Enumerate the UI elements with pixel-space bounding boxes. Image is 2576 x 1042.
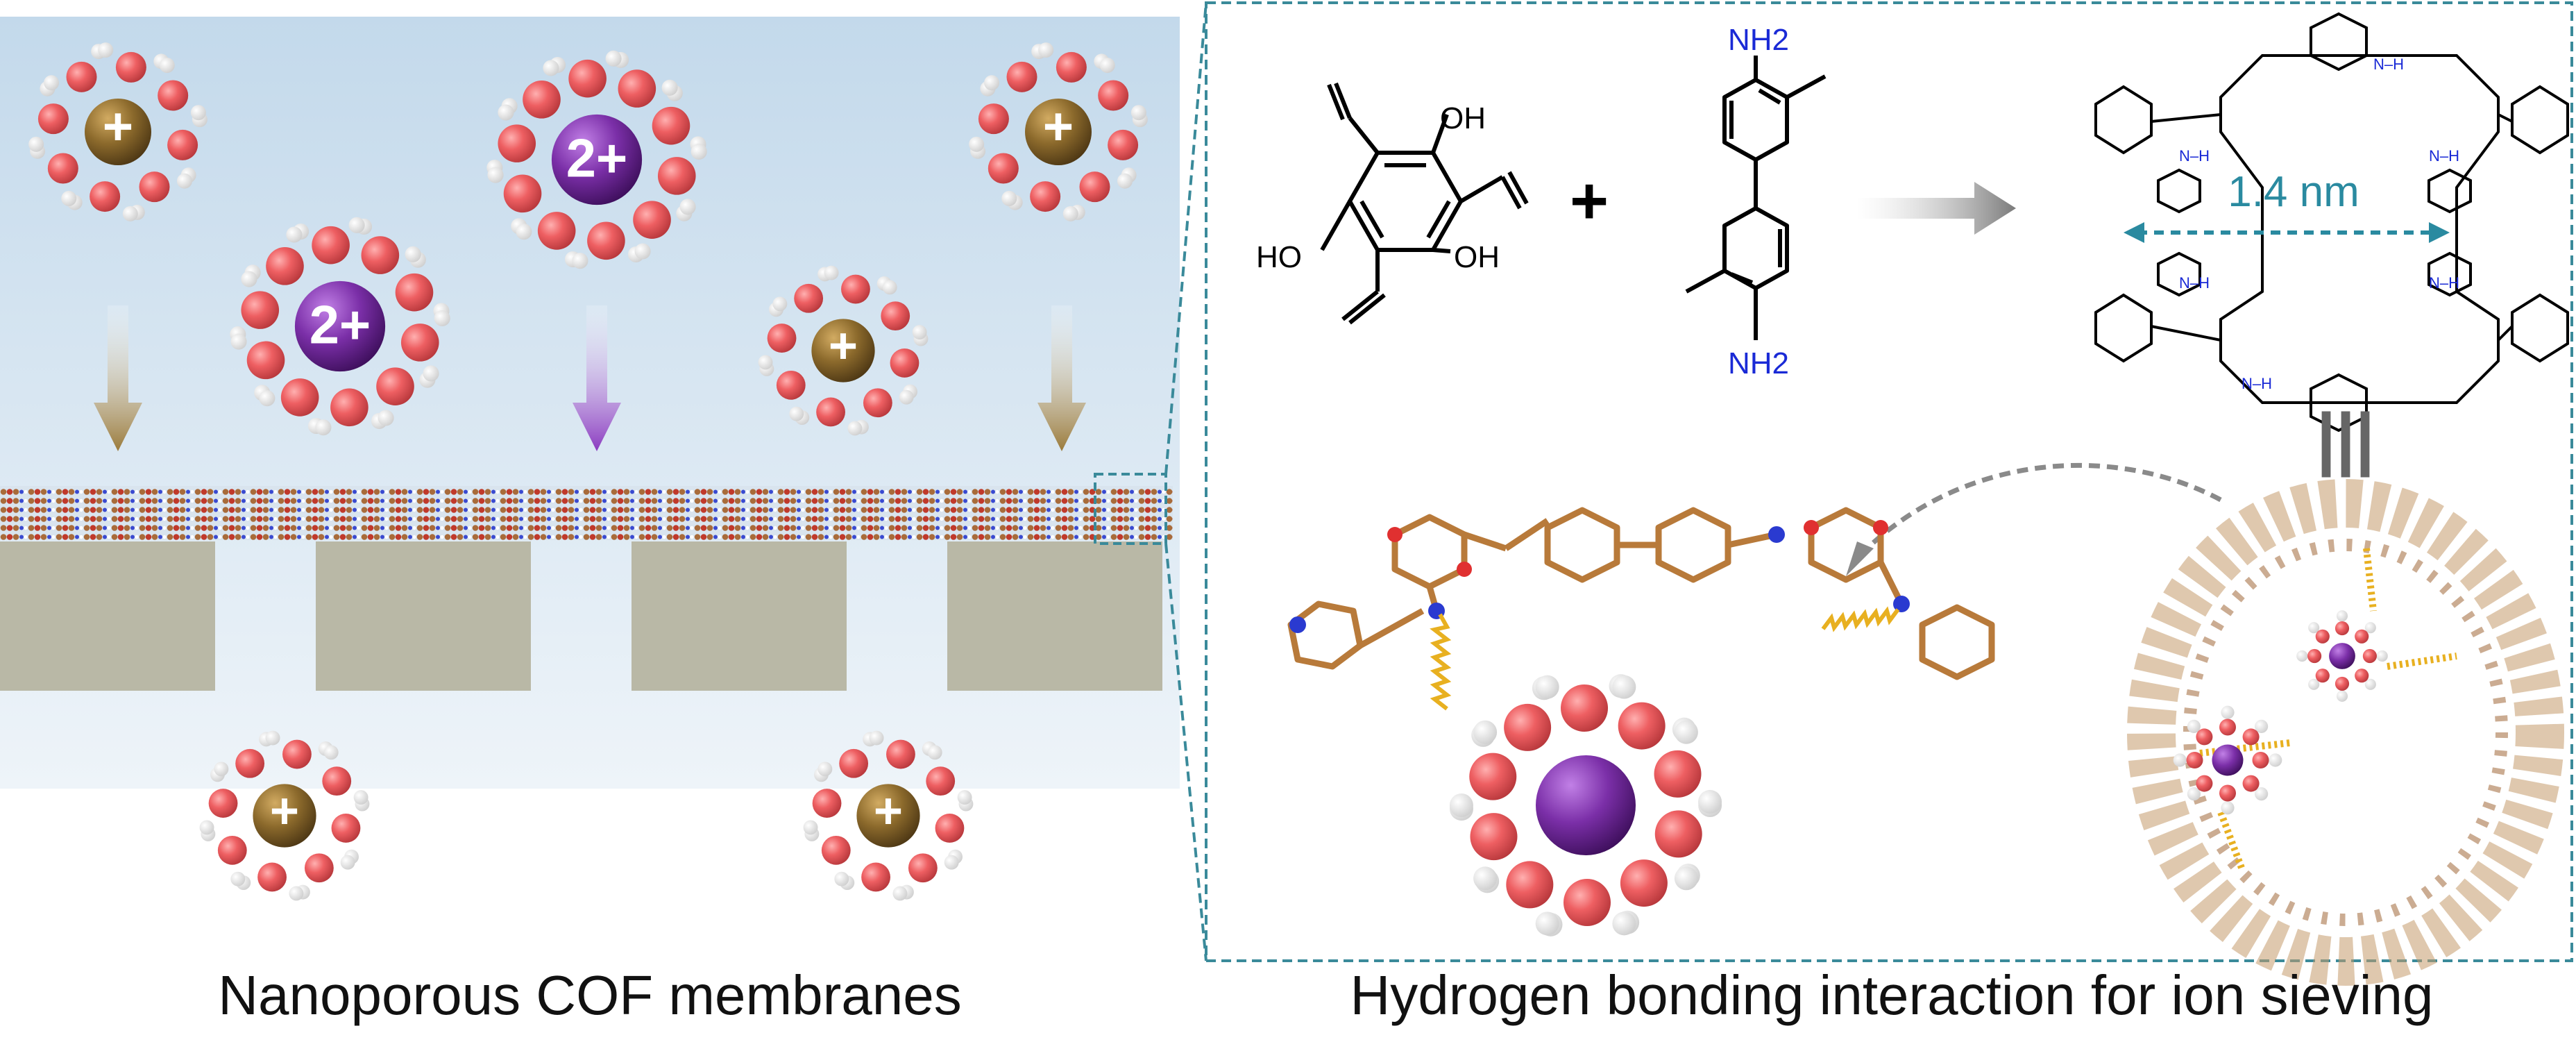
nh-label: N–H <box>2242 375 2272 392</box>
aldehyde-monomer <box>1320 82 1529 325</box>
equivalence-symbol: ||| <box>2316 399 2375 478</box>
nh2-label: NH2 <box>1728 346 1789 380</box>
oh-label: OH <box>1454 240 1500 274</box>
ion-charge-label: + <box>270 783 299 839</box>
ion-charge-label: + <box>1043 97 1074 156</box>
ion-core <box>1536 755 1636 855</box>
hydrated-divalent-ion: 2+ <box>486 50 707 269</box>
cof-nitrogen-labels: N–H N–H N–H N–H N–H N–H <box>2179 56 2459 392</box>
zoom-panel-frame <box>1205 1 2573 962</box>
ion-core <box>811 319 875 383</box>
hydrated-ions: +2+ +2+ + + + <box>28 42 1148 901</box>
trapped-divalent-ion <box>2296 610 2388 702</box>
support-block <box>0 541 215 691</box>
nh-label: N–H <box>2429 147 2459 165</box>
hydrated-monovalent-ion: + <box>969 42 1148 221</box>
ion-core <box>1025 99 1092 165</box>
hydrated-monovalent-ion: + <box>803 730 974 901</box>
hydrated-divalent-ion <box>1449 674 1722 936</box>
nh-label: N–H <box>2179 274 2210 292</box>
hydrated-divalent-ion: 2+ <box>230 217 450 436</box>
curved-arrow-head-icon <box>1846 541 1874 576</box>
nh2-label: NH2 <box>1728 23 1789 57</box>
left-panel-caption: Nanoporous COF membranes <box>218 964 962 1026</box>
pore-size-label: 1.4 nm <box>2228 168 2359 216</box>
ion-charge-label: 2+ <box>310 296 371 355</box>
support-block <box>947 541 1162 691</box>
amine-labels: NH2 NH2 <box>1728 23 1789 380</box>
ion-core <box>253 784 316 848</box>
hydrated-monovalent-ion: + <box>199 730 370 901</box>
cof-pore-structure <box>2094 12 2569 432</box>
oh-label: OH <box>1440 101 1486 135</box>
ion-core <box>551 114 643 205</box>
hydrated-monovalent-ion: + <box>758 265 929 436</box>
hydrated-monovalent-ion: + <box>28 42 207 221</box>
ion-charge-label: 2+ <box>566 129 628 189</box>
reaction-arrow-icon <box>1856 182 2016 235</box>
arrow-down-icon <box>1037 305 1086 451</box>
ion-core <box>85 99 151 165</box>
aldehyde-labels: OH OH HO <box>1256 101 1500 274</box>
fragment-atoms <box>1289 520 1910 633</box>
cof-membrane-layer <box>0 486 1173 540</box>
support-block <box>632 541 847 691</box>
hydrogen-bond-spring <box>1430 606 1900 711</box>
plus-sign: + <box>1570 164 1609 238</box>
permeation-arrows <box>94 305 1086 451</box>
trapped-ions <box>2173 610 2388 815</box>
cof-fragment-model <box>1287 507 1995 680</box>
nh-label: N–H <box>2179 147 2210 165</box>
amine-monomer <box>1685 56 1827 340</box>
ion-charge-label: + <box>103 97 133 156</box>
arrow-down-icon <box>573 305 621 451</box>
right-panel-caption: Hydrogen bonding interaction for ion sie… <box>1350 964 2434 1026</box>
zoom-connector <box>1164 543 1208 961</box>
support-blocks <box>0 541 1162 691</box>
nh-label: N–H <box>2373 56 2404 73</box>
support-block <box>316 541 531 691</box>
dashed-curved-arrow <box>1858 462 2222 557</box>
arrow-down-icon <box>94 305 142 451</box>
left-panel: +2+ +2+ + + + <box>0 17 1180 901</box>
ion-core <box>294 280 386 372</box>
ion-charge-label: + <box>874 783 903 839</box>
right-panel: OH OH HO + NH2 NH2 <box>1164 1 2573 986</box>
zoom-box <box>1094 473 1167 545</box>
nh-label: N–H <box>2429 274 2459 292</box>
zoom-connector <box>1164 2 1208 475</box>
ho-label: HO <box>1256 240 1302 274</box>
trapped-divalent-ion <box>2173 705 2282 815</box>
ion-charge-label: + <box>829 318 858 373</box>
pore-size-indicator: 1.4 nm <box>2124 168 2450 243</box>
ion-core <box>856 784 920 848</box>
